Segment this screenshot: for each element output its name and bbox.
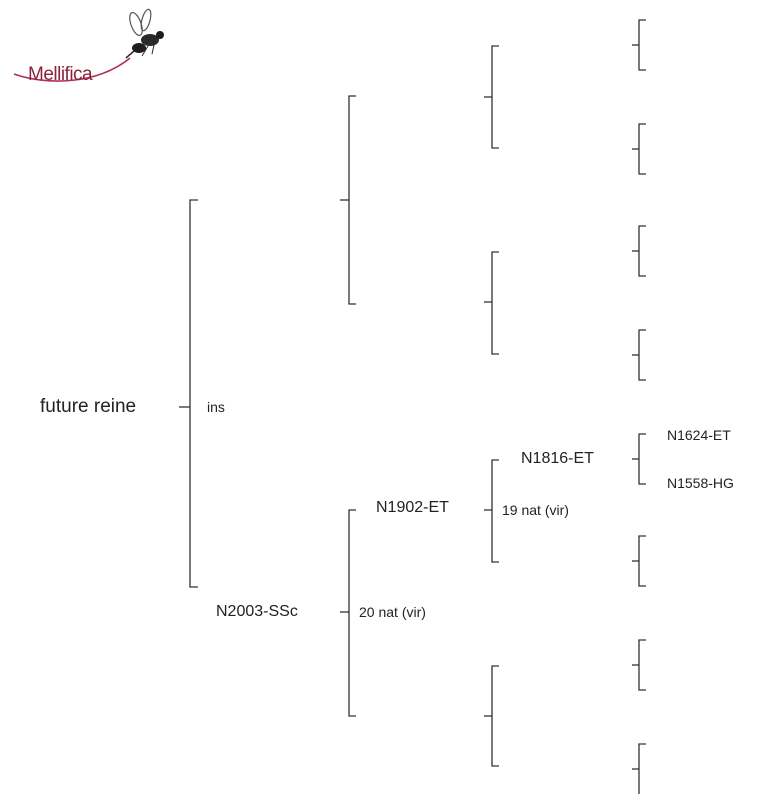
- dam-dam-info: 19 nat (vir): [502, 502, 569, 518]
- mellifica-logo: Mellifica: [8, 6, 178, 92]
- gen4-bracket-1: [638, 19, 646, 71]
- root-name: future reine: [40, 396, 137, 417]
- logo-text: Mellifica: [28, 64, 93, 85]
- gen4-bracket-3: [638, 225, 646, 277]
- sire-info: ins: [207, 399, 225, 415]
- dam-dam-dam-name: N1816-ET: [521, 450, 594, 467]
- dam-bracket: [348, 509, 356, 717]
- gen3-bracket-2: [491, 251, 499, 355]
- gen4-dam-name: N1558-HG: [667, 475, 734, 491]
- gen4-bracket-8: [638, 743, 646, 794]
- gen3-bracket-3: [491, 459, 499, 563]
- root-bracket: [189, 199, 198, 588]
- gen4-bracket-6: [638, 535, 646, 587]
- gen3-bracket-4: [491, 665, 499, 767]
- gen4-bracket-7: [638, 639, 646, 691]
- bee-icon: [13, 8, 164, 82]
- gen4-bracket-5: [638, 433, 646, 485]
- gen4-sire-name: N1624-ET: [667, 427, 731, 443]
- sire-bracket: [348, 95, 356, 305]
- dam-dam-name: N1902-ET: [376, 499, 449, 516]
- gen4-bracket-2: [638, 123, 646, 175]
- dam-info: 20 nat (vir): [359, 604, 426, 620]
- gen3-bracket-1: [491, 45, 499, 149]
- dam-name: N2003-SSc: [216, 603, 298, 620]
- gen4-bracket-4: [638, 329, 646, 381]
